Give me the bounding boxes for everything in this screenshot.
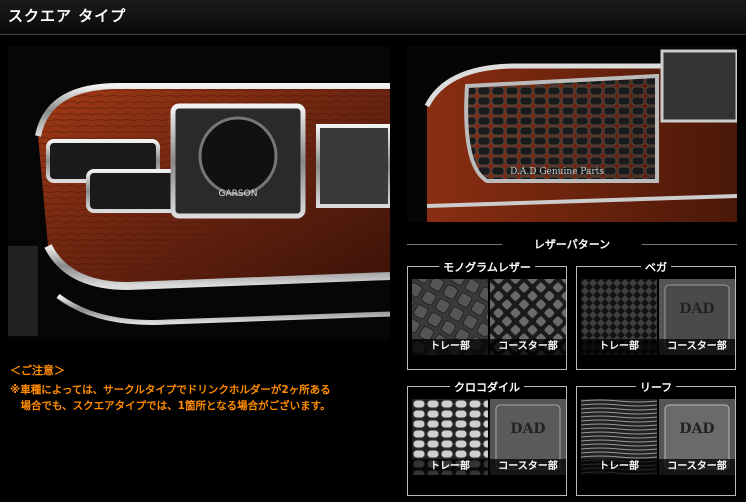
swatch-coaster: DAD コースター部 [490,399,566,475]
swatch-coaster: コースター部 [490,279,566,355]
swatch-caption: コースター部 [490,459,566,475]
leather-pattern-title: レザーパターン [407,236,737,252]
swatch-caption: コースター部 [659,339,735,355]
swatch-caption: トレー部 [412,459,488,475]
swatch-tray: トレー部 [412,399,488,475]
swatch-caption: トレー部 [581,339,657,355]
header-divider [0,34,746,35]
pattern-box-crocodile: クロコダイル トレー部 DAD コースター部 [407,379,567,496]
product-photo-square-holder: GARSON [8,46,390,340]
pattern-name: モノグラムレザー [439,259,535,275]
photo-badge-text: GARSON [219,189,258,199]
swatch-caption: コースター部 [490,339,566,355]
notice-block: ＜ご注意＞ ※車種によっては、サークルタイプでドリンクホルダーが2ヶ所ある 場合… [10,362,331,412]
notice-line-1: ※車種によっては、サークルタイプでドリンクホルダーが2ヶ所ある [10,384,331,396]
swatch-caption: コースター部 [659,459,735,475]
pattern-name: ベガ [641,259,671,275]
swatch-tray: トレー部 [581,279,657,355]
notice-line-2: 場合でも、スクエアタイプでは、1箇所となる場合がございます。 [10,400,331,412]
section-header: スクエア タイプ [0,0,746,34]
swatch-caption: トレー部 [412,339,488,355]
pattern-name: クロコダイル [450,379,524,395]
notice-body: ※車種によっては、サークルタイプでドリンクホルダーが2ヶ所ある 場合でも、スクエ… [10,382,400,414]
swatch-coaster: DAD コースター部 [659,279,735,355]
photo-right-badge: D.A.D Genuine Parts [510,167,604,177]
notice-title: ＜ご注意＞ [10,364,65,377]
pattern-box-leaf: リーフ トレー部 DAD コースター部 [576,379,736,496]
product-photo-tray: D.A.D Genuine Parts [407,46,737,222]
pattern-name: リーフ [635,379,677,395]
swatch-coaster: DAD コースター部 [659,399,735,475]
section-title: スクエア タイプ [8,7,127,25]
pattern-box-vega: ベガ トレー部 DAD コースター部 [576,259,736,370]
swatch-caption: トレー部 [581,459,657,475]
logo-text: DAD [679,301,714,317]
logo-text: DAD [510,421,545,437]
pattern-box-monogram: モノグラムレザー トレー部 コースター部 [407,259,567,370]
logo-text: DAD [679,421,714,437]
swatch-tray: トレー部 [581,399,657,475]
swatch-tray: トレー部 [412,279,488,355]
